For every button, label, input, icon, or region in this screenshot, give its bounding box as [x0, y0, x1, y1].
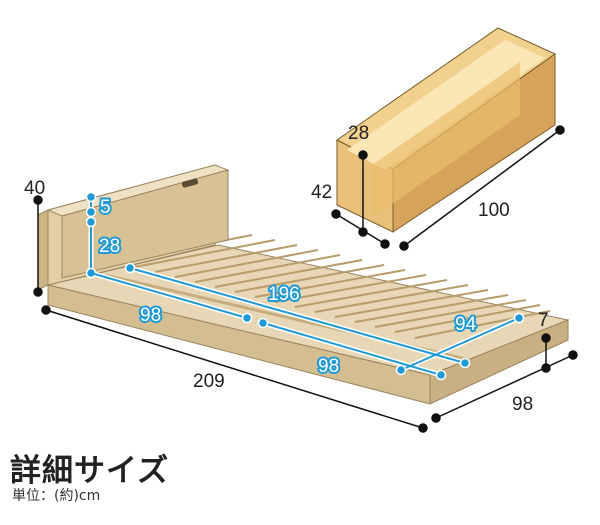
label-frame-width: 98	[512, 394, 533, 415]
slat	[314, 284, 469, 313]
dim-endpoint	[399, 241, 409, 251]
slat	[234, 264, 385, 293]
label-headboard-top: 5	[100, 197, 111, 218]
dim-endpoint-blue	[85, 191, 97, 203]
label-mattress-width-right: 94	[455, 314, 477, 335]
dim-line-total-length	[45, 309, 424, 429]
slat	[414, 310, 551, 339]
slat	[254, 269, 406, 298]
dim-endpoint	[331, 209, 341, 219]
dim-endpoint	[358, 150, 368, 160]
unit-note: 単位：(約)cm	[12, 488, 101, 504]
dim-endpoint	[41, 305, 51, 315]
blue-dimension-lines-core	[85, 191, 525, 381]
dim-endpoint-blue	[395, 364, 407, 376]
headboard-inner	[61, 169, 229, 279]
label-frame-height: 7	[538, 310, 549, 331]
label-box-depth: 42	[311, 182, 332, 203]
dim-endpoint-blue	[513, 312, 525, 324]
dim-endpoint-blue	[241, 312, 253, 324]
dim-line-mattress-length	[129, 267, 466, 364]
dim-endpoint	[555, 125, 565, 135]
black-dimension-lines	[33, 125, 578, 433]
frame-base-side	[429, 319, 569, 405]
box-inner-light	[347, 40, 545, 170]
outlet-slot	[181, 178, 199, 188]
dim-endpoint	[33, 195, 43, 205]
box-inner-wall	[372, 62, 520, 218]
dim-endpoint	[431, 413, 441, 423]
dim-endpoint-blue	[435, 369, 447, 381]
slat	[154, 244, 298, 273]
label-headboard-lower: 28	[99, 236, 120, 257]
dim-endpoint-blue	[257, 317, 269, 329]
dim-endpoint	[568, 350, 578, 360]
slat	[374, 299, 527, 328]
label-mattress-width-front: 98	[318, 356, 339, 377]
section-title: 詳細サイズ	[10, 453, 170, 489]
dim-line-mattress-width-left	[90, 272, 248, 319]
storage-box	[336, 27, 556, 233]
slat	[134, 239, 276, 268]
dim-line-frame-width	[435, 354, 574, 419]
dim-endpoint	[380, 239, 390, 249]
dim-endpoint-blue	[459, 357, 471, 369]
label-total-length: 209	[193, 371, 225, 392]
dim-line-mattress-width-right	[400, 317, 520, 371]
slat	[294, 279, 448, 308]
dim-endpoint	[541, 363, 551, 373]
dim-endpoint-blue	[124, 262, 136, 274]
slat	[274, 274, 427, 303]
label-mattress-length: 196	[268, 284, 300, 305]
dim-endpoint	[33, 287, 43, 297]
slat	[214, 259, 363, 288]
dim-line-box-length	[403, 129, 561, 247]
slat	[174, 249, 319, 278]
dim-endpoint	[418, 423, 428, 433]
slat	[354, 294, 509, 323]
slats	[114, 234, 551, 339]
slat	[334, 289, 489, 318]
label-mattress-width-left: 98	[140, 305, 161, 326]
slat	[194, 254, 341, 283]
dim-endpoint-blue	[85, 216, 97, 228]
slat	[394, 304, 541, 333]
dim-line-box-depth	[335, 213, 386, 245]
label-box-height: 28	[348, 123, 369, 144]
label-box-length: 100	[478, 200, 510, 221]
headboard-left-end	[37, 209, 49, 291]
label-headboard-height: 40	[24, 178, 45, 199]
dim-endpoint-blue	[85, 206, 97, 218]
dim-endpoint	[541, 333, 551, 343]
